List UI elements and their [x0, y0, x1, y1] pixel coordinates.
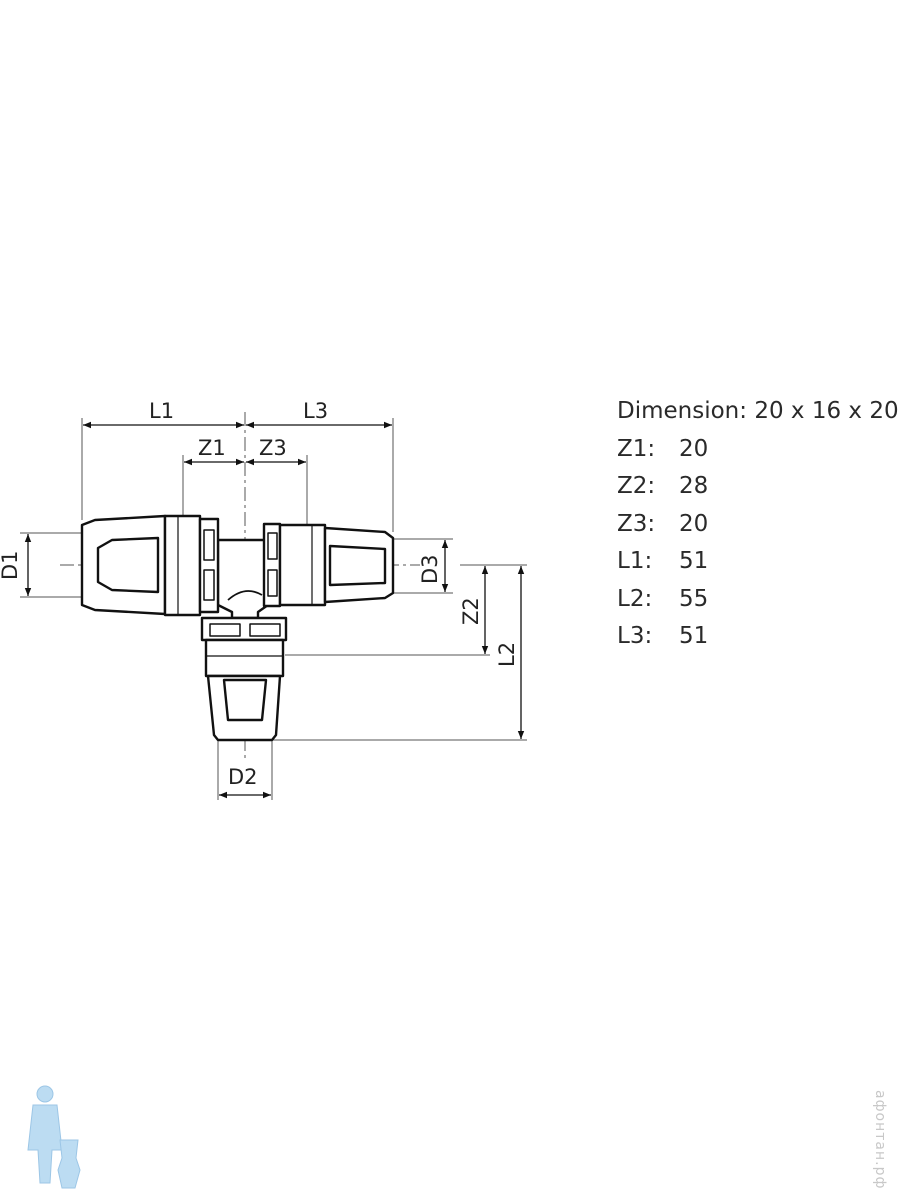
- label-L3: L3: [303, 399, 328, 423]
- label-Z3: Z3: [259, 436, 287, 460]
- label-L1: L1: [149, 399, 174, 423]
- center-body: [216, 538, 270, 620]
- left-ring: [163, 514, 202, 617]
- fitting-body: [80, 514, 395, 742]
- spec-row-l2: L2: 55: [617, 581, 899, 619]
- spec-key: Z2:: [617, 473, 656, 499]
- spec-key: Z1:: [617, 435, 656, 462]
- right-ring: [278, 523, 327, 607]
- spec-value: 20: [679, 435, 709, 462]
- spec-value: 55: [679, 585, 709, 612]
- plumber-logo: [27, 1085, 81, 1189]
- spec-key: L3:: [617, 623, 653, 649]
- label-D1: D1: [0, 550, 22, 580]
- spec-value: 51: [679, 623, 709, 649]
- label-L2: L2: [495, 642, 519, 667]
- specs-title: Dimension: 20 x 16 x 20: [617, 398, 899, 424]
- label-D3: D3: [418, 554, 442, 584]
- spec-key: L2:: [617, 585, 653, 612]
- spec-row-z1: Z1: 20: [617, 431, 899, 469]
- spec-value: 51: [679, 548, 709, 574]
- spec-key: L1:: [617, 548, 653, 574]
- label-Z1: Z1: [198, 436, 226, 460]
- spec-value: 20: [679, 510, 709, 537]
- spec-row-z2: Z2: 28: [617, 468, 899, 506]
- label-D2: D2: [228, 765, 258, 789]
- label-Z2: Z2: [459, 597, 483, 625]
- bottom-ring: [204, 638, 285, 678]
- spec-key: Z3:: [617, 510, 656, 537]
- spec-row-z3: Z3: 20: [617, 506, 899, 544]
- dimension-specs: Dimension: 20 x 16 x 20 Z1: 20 Z2: 28 Z3: 2…: [617, 393, 899, 656]
- spec-value: 28: [679, 473, 709, 499]
- spec-row-l1: L1: 51: [617, 543, 899, 581]
- spec-row-l3: L3: 51: [617, 618, 899, 656]
- dimension-arrows: [24, 421, 525, 799]
- watermark: афонтан.рф: [872, 1090, 888, 1190]
